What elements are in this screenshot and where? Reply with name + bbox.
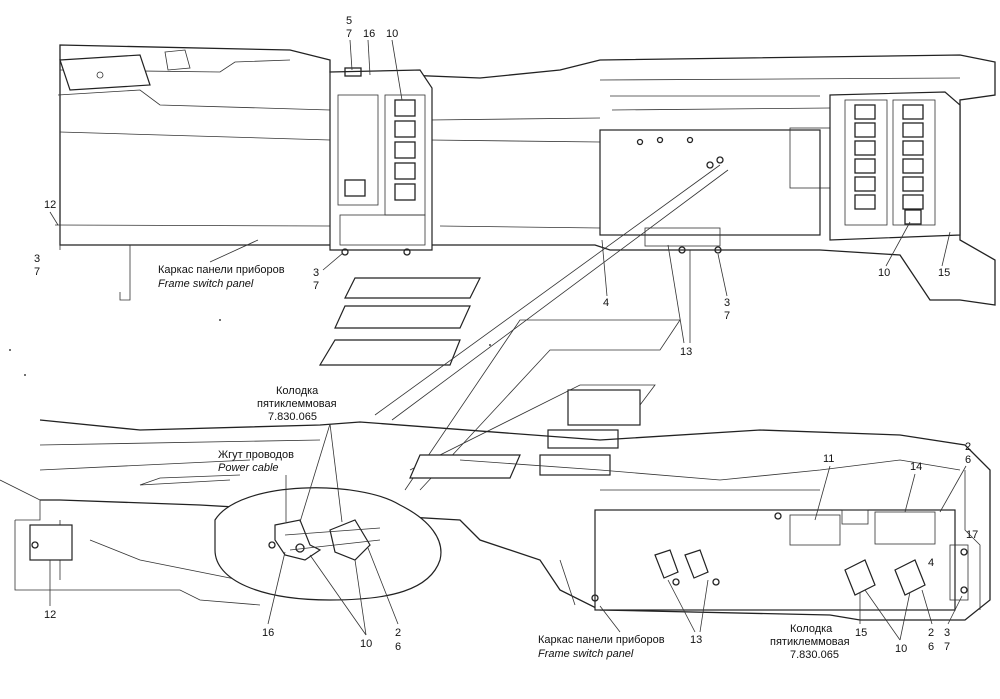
callout-3: 3 <box>724 297 730 309</box>
top-switch-block-left <box>329 67 433 256</box>
callout-7: 7 <box>34 266 40 278</box>
callout-4: 4 <box>928 557 934 569</box>
frame-label-ru: Каркас панели приборов <box>158 264 285 276</box>
callout-13: 13 <box>690 634 702 646</box>
callout-3: 3 <box>313 267 319 279</box>
frame-label-ru: Каркас панели приборов <box>538 634 665 646</box>
callout-14: 14 <box>910 461 922 473</box>
harness-label-en: Power cable <box>218 462 279 474</box>
callout-10: 10 <box>360 638 372 650</box>
callout-10: 10 <box>386 28 398 40</box>
callout-7: 7 <box>346 28 352 40</box>
connector2-label-ru-2: пятиклеммовая <box>770 636 850 648</box>
callout-4: 4 <box>603 297 609 309</box>
callout-2: 2 <box>395 627 401 639</box>
callout-7: 7 <box>313 280 319 292</box>
callout-7: 7 <box>724 310 730 322</box>
connector-code: 7.830.065 <box>268 411 317 423</box>
left-bracket <box>59 49 191 301</box>
top-switch-block-right <box>599 91 961 254</box>
callout-15: 15 <box>938 267 950 279</box>
callout-3: 3 <box>944 627 950 639</box>
callout-6: 6 <box>965 454 971 466</box>
cutaway-oval <box>214 487 442 601</box>
callout-12: 12 <box>44 199 56 211</box>
connector2-label-ru-1: Колодка <box>790 623 833 635</box>
top-callouts: 5 7 16 10 12 3 7 3 7 4 3 7 13 10 15 Карк… <box>34 15 951 358</box>
callout-10: 10 <box>878 267 890 279</box>
callout-7: 7 <box>944 641 950 653</box>
bottom-right-frame <box>591 509 969 611</box>
connector2-code: 7.830.065 <box>790 649 839 661</box>
callout-10: 10 <box>895 643 907 655</box>
callout-16: 16 <box>363 28 375 40</box>
transition-arrows <box>318 164 729 491</box>
callout-13: 13 <box>680 346 692 358</box>
callout-2: 2 <box>928 627 934 639</box>
harness-label-ru: Жгут проводов <box>218 449 294 461</box>
callout-2: 2 <box>965 441 971 453</box>
bottom-callouts: Колодка пятиклеммовая 7.830.065 Жгут про… <box>44 385 978 661</box>
frame-label-en: Frame switch panel <box>158 278 254 290</box>
frame-label-en: Frame switch panel <box>538 648 634 660</box>
callout-17: 17 <box>966 529 978 541</box>
bottom-panel-outline <box>0 419 991 621</box>
callout-6: 6 <box>395 641 401 653</box>
bottom-left-block <box>29 524 73 561</box>
connector-label-ru-1: Колодка <box>276 385 319 397</box>
callout-5: 5 <box>346 15 352 27</box>
callout-3: 3 <box>34 253 40 265</box>
stray-dots <box>9 319 491 376</box>
callout-12: 12 <box>44 609 56 621</box>
connector-label-ru-2: пятиклеммовая <box>257 398 337 410</box>
callout-6: 6 <box>928 641 934 653</box>
callout-11: 11 <box>823 453 834 465</box>
callout-15: 15 <box>855 627 867 639</box>
callout-16: 16 <box>262 627 274 639</box>
